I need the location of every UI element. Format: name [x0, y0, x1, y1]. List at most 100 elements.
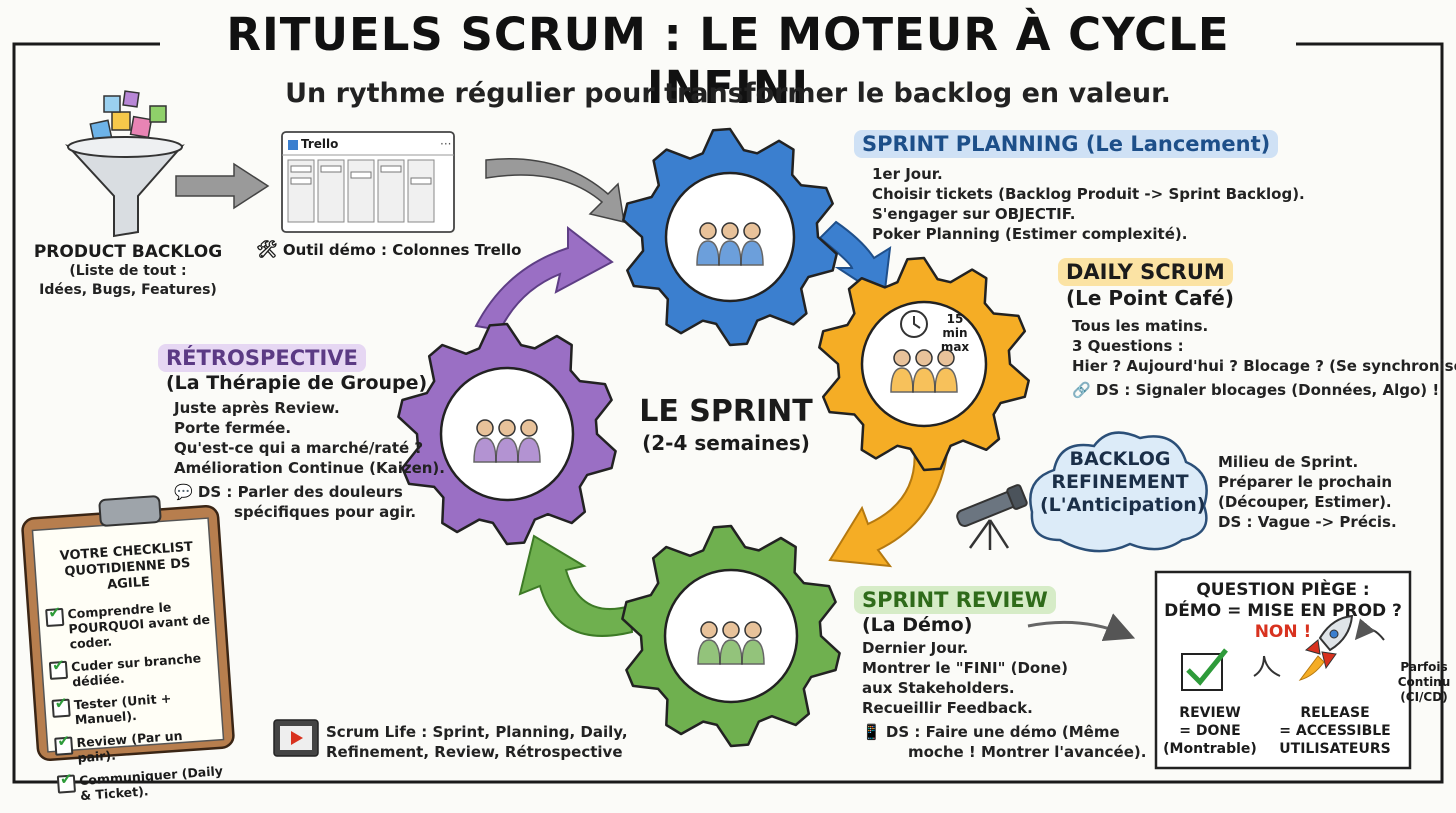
release-accessible: RELEASE = ACCESSIBLE UTILISATEURS	[1270, 704, 1400, 758]
sprint-review-line: Recueillir Feedback.	[862, 699, 1033, 717]
person-body	[719, 639, 743, 665]
checkbox-icon	[54, 736, 74, 756]
sprint-review-line: Dernier Jour.	[862, 639, 969, 657]
daily-scrum-line: Tous les matins.	[1072, 317, 1209, 335]
tools-icon: 🛠	[256, 240, 278, 260]
arrow-daily-to-review	[828, 445, 950, 568]
checklist-item: Communiquer (Daily & Ticket).	[56, 763, 229, 805]
review-gear	[621, 524, 841, 748]
sprint-review-ds-line: moche ! Montrer l'avancée).	[908, 743, 1147, 761]
retrospective-line: Porte fermée.	[174, 419, 292, 437]
person-icon	[915, 349, 933, 367]
person-body	[696, 240, 720, 266]
refinement-title-line: REFINEMENT	[1051, 471, 1189, 493]
person-icon	[744, 621, 762, 639]
sprint-planning-line: Choisir tickets (Backlog Produit -> Spri…	[872, 185, 1305, 203]
retrospective-line: Juste après Review.	[174, 399, 340, 417]
sprint-planning-line: 1er Jour.	[872, 165, 943, 183]
checklist: VOTRE CHECKLIST QUOTIDIENNE DS AGILE Com…	[41, 538, 229, 812]
person-icon	[721, 222, 739, 240]
refinement-title-line: (L'Anticipation)	[1040, 494, 1206, 516]
cicd-note-line: Continu	[1397, 675, 1451, 689]
sprint-review-line: Montrer le "FINI" (Done)	[862, 659, 1068, 677]
retrospective-ds-line: spécifiques pour agir.	[234, 503, 417, 521]
checklist-clipboard	[21, 495, 235, 761]
retrospective-ds-line: DS : Parler des douleurs	[197, 483, 403, 501]
video-caption-line: Scrum Life : Sprint, Planning, Daily,	[326, 723, 628, 741]
checklist-item: Tester (Unit + Manuel).	[51, 687, 223, 729]
review-done: REVIEW = DONE (Montrable)	[1162, 704, 1258, 758]
cicd-note: Parfois Continu (CI/CD)	[1396, 660, 1452, 705]
checkbox-icon	[56, 774, 77, 794]
telescope-icon	[956, 484, 1028, 550]
person-body	[740, 240, 764, 266]
release-line: = ACCESSIBLE	[1279, 723, 1391, 739]
funnel-icon	[65, 90, 185, 238]
sprint-review-ds: 📱 DS : Faire une démo (Même	[862, 722, 1146, 742]
trello-caption: 🛠 Outil démo : Colonnes Trello	[256, 240, 521, 260]
arrow-retro-to-planning	[474, 225, 614, 332]
refinement-title-line: BACKLOG	[1069, 448, 1171, 470]
product-backlog-line: Idées, Bugs, Features)	[39, 282, 217, 298]
retrospective-line: Amélioration Continue (Kaizen).	[174, 459, 445, 477]
person-icon	[937, 349, 955, 367]
checklist-item: Cuder sur branche dédiée.	[48, 649, 221, 691]
retro-gear	[397, 322, 617, 546]
checklist-item: Comprendre le POURQUOI avant de coder.	[45, 596, 218, 653]
sprint-planning-section: SPRINT PLANNING (Le Lancement) 1er Jour.…	[854, 130, 1305, 244]
retrospective-title: RÉTROSPECTIVE	[158, 344, 366, 372]
person-body	[517, 437, 541, 463]
person-icon	[498, 419, 516, 437]
retrospective-subtitle: (La Thérapie de Groupe)	[166, 372, 428, 394]
person-icon	[699, 222, 717, 240]
refinement-line: DS : Vague -> Précis.	[1218, 513, 1397, 531]
person-icon	[722, 621, 740, 639]
rocket-icon	[1298, 614, 1354, 681]
daily-scrum-line: Hier ? Aujourd'hui ? Blocage ? (Se synch…	[1072, 357, 1456, 375]
planning-gear	[622, 127, 838, 347]
release-line: UTILISATEURS	[1279, 741, 1391, 757]
sprint-center: LE SPRINT (2-4 semaines)	[620, 394, 832, 455]
review-done-line: (Montrable)	[1163, 741, 1257, 757]
refinement-title: BACKLOG REFINEMENT (L'Anticipation)	[1040, 448, 1206, 517]
sprint-planning-title: SPRINT PLANNING (Le Lancement)	[854, 130, 1279, 158]
arrow-backlog-to-trello	[175, 162, 270, 210]
daily-scrum-line: 3 Questions :	[1072, 337, 1184, 355]
svg-text:···: ···	[440, 137, 451, 151]
page-frame	[12, 42, 1444, 784]
video-caption: Scrum Life : Sprint, Planning, Daily, Re…	[326, 722, 628, 762]
person-body	[912, 367, 936, 393]
daily-timer: 15 min max	[940, 312, 970, 354]
person-body	[741, 639, 765, 665]
sprint-review-line: aux Stakeholders.	[862, 679, 1015, 697]
person-body	[718, 240, 742, 266]
sprint-cycle-diagram: ···	[21, 90, 1412, 770]
product-backlog-line: (Liste de tout :	[69, 263, 187, 279]
person-body	[495, 437, 519, 463]
product-backlog-label: PRODUCT BACKLOG (Liste de tout : Idées, …	[30, 242, 226, 300]
person-icon	[700, 621, 718, 639]
refinement-cloud	[1029, 431, 1208, 553]
trello-board-name: Trello	[301, 137, 339, 151]
daily-gear	[818, 256, 1030, 472]
question-box	[1154, 570, 1412, 770]
retrospective-section: RÉTROSPECTIVE (La Thérapie de Groupe) Ju…	[158, 344, 445, 522]
daily-scrum-title: DAILY SCRUM	[1058, 258, 1233, 286]
sprint-review-subtitle: (La Démo)	[862, 614, 973, 636]
question-title-line: DÉMO = MISE EN PROD ?	[1164, 601, 1402, 621]
retrospective-ds: 💬 DS : Parler des douleurs	[174, 482, 445, 502]
cicd-note-line: Parfois	[1400, 660, 1448, 674]
arrow-review-to-question	[1027, 613, 1136, 642]
sprint-planning-line: Poker Planning (Estimer complexité).	[872, 225, 1188, 243]
question-title: QUESTION PIÈGE : DÉMO = MISE EN PROD ? N…	[1156, 580, 1410, 643]
person-icon	[743, 222, 761, 240]
checkbox-icon	[51, 698, 71, 718]
person-icon	[520, 419, 538, 437]
question-answer: NON !	[1254, 622, 1312, 642]
person-body	[890, 367, 914, 393]
person-icon	[893, 349, 911, 367]
release-line: RELEASE	[1300, 705, 1370, 721]
clock-hand	[913, 316, 921, 329]
person-body	[473, 437, 497, 463]
refinement-details: Milieu de Sprint. Préparer le prochain (…	[1218, 452, 1397, 532]
